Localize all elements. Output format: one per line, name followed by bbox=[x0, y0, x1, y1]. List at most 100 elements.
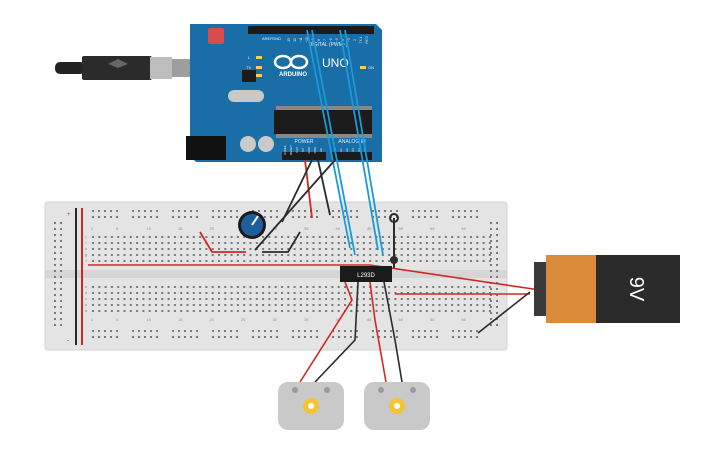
breadboard-hole[interactable] bbox=[425, 298, 428, 300]
breadboard-hole[interactable] bbox=[378, 330, 380, 332]
breadboard-hole[interactable] bbox=[362, 242, 365, 244]
breadboard-hole[interactable] bbox=[211, 286, 214, 288]
breadboard-hole[interactable] bbox=[60, 240, 62, 242]
breadboard-hole[interactable] bbox=[378, 216, 380, 218]
breadboard-hole[interactable] bbox=[142, 260, 145, 262]
breadboard-hole[interactable] bbox=[98, 242, 101, 244]
breadboard-hole[interactable] bbox=[142, 310, 145, 312]
breadboard-hole[interactable] bbox=[476, 298, 479, 300]
breadboard-hole[interactable] bbox=[470, 330, 472, 332]
breadboard-hole[interactable] bbox=[292, 330, 294, 332]
breadboard-hole[interactable] bbox=[436, 336, 438, 338]
breadboard-hole[interactable] bbox=[255, 292, 258, 294]
breadboard-hole[interactable] bbox=[444, 236, 447, 238]
breadboard-hole[interactable] bbox=[490, 324, 492, 326]
breadboard-hole[interactable] bbox=[236, 254, 239, 256]
breadboard-hole[interactable] bbox=[262, 292, 265, 294]
breadboard-hole[interactable] bbox=[218, 286, 220, 288]
breadboard-hole[interactable] bbox=[192, 260, 195, 262]
breadboard-hole[interactable] bbox=[262, 260, 265, 262]
breadboard-hole[interactable] bbox=[496, 246, 498, 248]
breadboard-hole[interactable] bbox=[425, 304, 428, 306]
breadboard-hole[interactable] bbox=[372, 336, 374, 338]
breadboard-hole[interactable] bbox=[444, 298, 447, 300]
breadboard-hole[interactable] bbox=[470, 216, 472, 218]
breadboard-hole[interactable] bbox=[482, 242, 485, 244]
breadboard-hole[interactable] bbox=[129, 304, 132, 306]
breadboard-hole[interactable] bbox=[281, 254, 283, 256]
breadboard-hole[interactable] bbox=[180, 304, 183, 306]
breadboard-hole[interactable] bbox=[388, 286, 391, 288]
breadboard-hole[interactable] bbox=[381, 236, 384, 238]
breadboard-hole[interactable] bbox=[54, 240, 56, 242]
breadboard-hole[interactable] bbox=[224, 254, 227, 256]
breadboard-hole[interactable] bbox=[218, 260, 220, 262]
breadboard-hole[interactable] bbox=[110, 242, 113, 244]
breadboard-hole[interactable] bbox=[482, 292, 485, 294]
breadboard-hole[interactable] bbox=[186, 286, 189, 288]
breadboard-hole[interactable] bbox=[148, 304, 151, 306]
breadboard-hole[interactable] bbox=[218, 236, 220, 238]
breadboard-hole[interactable] bbox=[180, 260, 183, 262]
breadboard-hole[interactable] bbox=[186, 236, 189, 238]
breadboard-hole[interactable] bbox=[230, 292, 233, 294]
breadboard-hole[interactable] bbox=[211, 242, 214, 244]
breadboard-hole[interactable] bbox=[60, 324, 62, 326]
breadboard-hole[interactable] bbox=[452, 336, 454, 338]
breadboard-hole[interactable] bbox=[436, 330, 438, 332]
breadboard-hole[interactable] bbox=[268, 286, 271, 288]
breadboard-hole[interactable] bbox=[98, 254, 101, 256]
breadboard-hole[interactable] bbox=[372, 330, 374, 332]
breadboard-hole[interactable] bbox=[312, 254, 315, 256]
breadboard-hole[interactable] bbox=[236, 236, 239, 238]
breadboard-hole[interactable] bbox=[155, 310, 157, 312]
breadboard-hole[interactable] bbox=[337, 254, 340, 256]
breadboard-hole[interactable] bbox=[199, 292, 202, 294]
breadboard-hole[interactable] bbox=[104, 298, 107, 300]
breadboard-hole[interactable] bbox=[350, 336, 352, 338]
reset-button[interactable] bbox=[208, 28, 224, 44]
breadboard-hole[interactable] bbox=[136, 286, 139, 288]
breadboard-hole[interactable] bbox=[230, 286, 233, 288]
breadboard-hole[interactable] bbox=[400, 292, 403, 294]
breadboard-hole[interactable] bbox=[252, 336, 254, 338]
breadboard-hole[interactable] bbox=[463, 236, 466, 238]
breadboard-hole[interactable] bbox=[142, 248, 145, 250]
breadboard-hole[interactable] bbox=[123, 304, 126, 306]
breadboard-hole[interactable] bbox=[123, 248, 126, 250]
breadboard-hole[interactable] bbox=[432, 304, 435, 306]
breadboard-hole[interactable] bbox=[255, 286, 258, 288]
breadboard-hole[interactable] bbox=[496, 276, 498, 278]
breadboard-hole[interactable] bbox=[476, 336, 478, 338]
breadboard-hole[interactable] bbox=[430, 216, 432, 218]
breadboard-hole[interactable] bbox=[129, 254, 132, 256]
breadboard-hole[interactable] bbox=[318, 310, 321, 312]
breadboard-hole[interactable] bbox=[224, 298, 227, 300]
breadboard-hole[interactable] bbox=[407, 254, 409, 256]
breadboard-hole[interactable] bbox=[98, 304, 101, 306]
breadboard-hole[interactable] bbox=[98, 336, 100, 338]
breadboard-hole[interactable] bbox=[98, 248, 101, 250]
breadboard-hole[interactable] bbox=[287, 298, 290, 300]
breadboard-hole[interactable] bbox=[117, 298, 120, 300]
breadboard-hole[interactable] bbox=[350, 304, 353, 306]
breadboard-hole[interactable] bbox=[236, 242, 239, 244]
breadboard-hole[interactable] bbox=[268, 260, 271, 262]
breadboard-hole[interactable] bbox=[136, 298, 139, 300]
breadboard-hole[interactable] bbox=[180, 254, 183, 256]
breadboard-hole[interactable] bbox=[161, 310, 164, 312]
breadboard-hole[interactable] bbox=[350, 310, 353, 312]
breadboard-hole[interactable] bbox=[186, 298, 189, 300]
breadboard-hole[interactable] bbox=[452, 210, 454, 212]
breadboard-hole[interactable] bbox=[252, 210, 254, 212]
breadboard-hole[interactable] bbox=[274, 298, 277, 300]
breadboard-hole[interactable] bbox=[211, 260, 214, 262]
breadboard-hole[interactable] bbox=[54, 228, 56, 230]
breadboard-hole[interactable] bbox=[173, 260, 176, 262]
breadboard-hole[interactable] bbox=[192, 292, 195, 294]
breadboard-hole[interactable] bbox=[350, 216, 352, 218]
breadboard-hole[interactable] bbox=[299, 242, 302, 244]
breadboard-hole[interactable] bbox=[412, 216, 414, 218]
breadboard-hole[interactable] bbox=[318, 260, 321, 262]
breadboard-hole[interactable] bbox=[378, 210, 380, 212]
